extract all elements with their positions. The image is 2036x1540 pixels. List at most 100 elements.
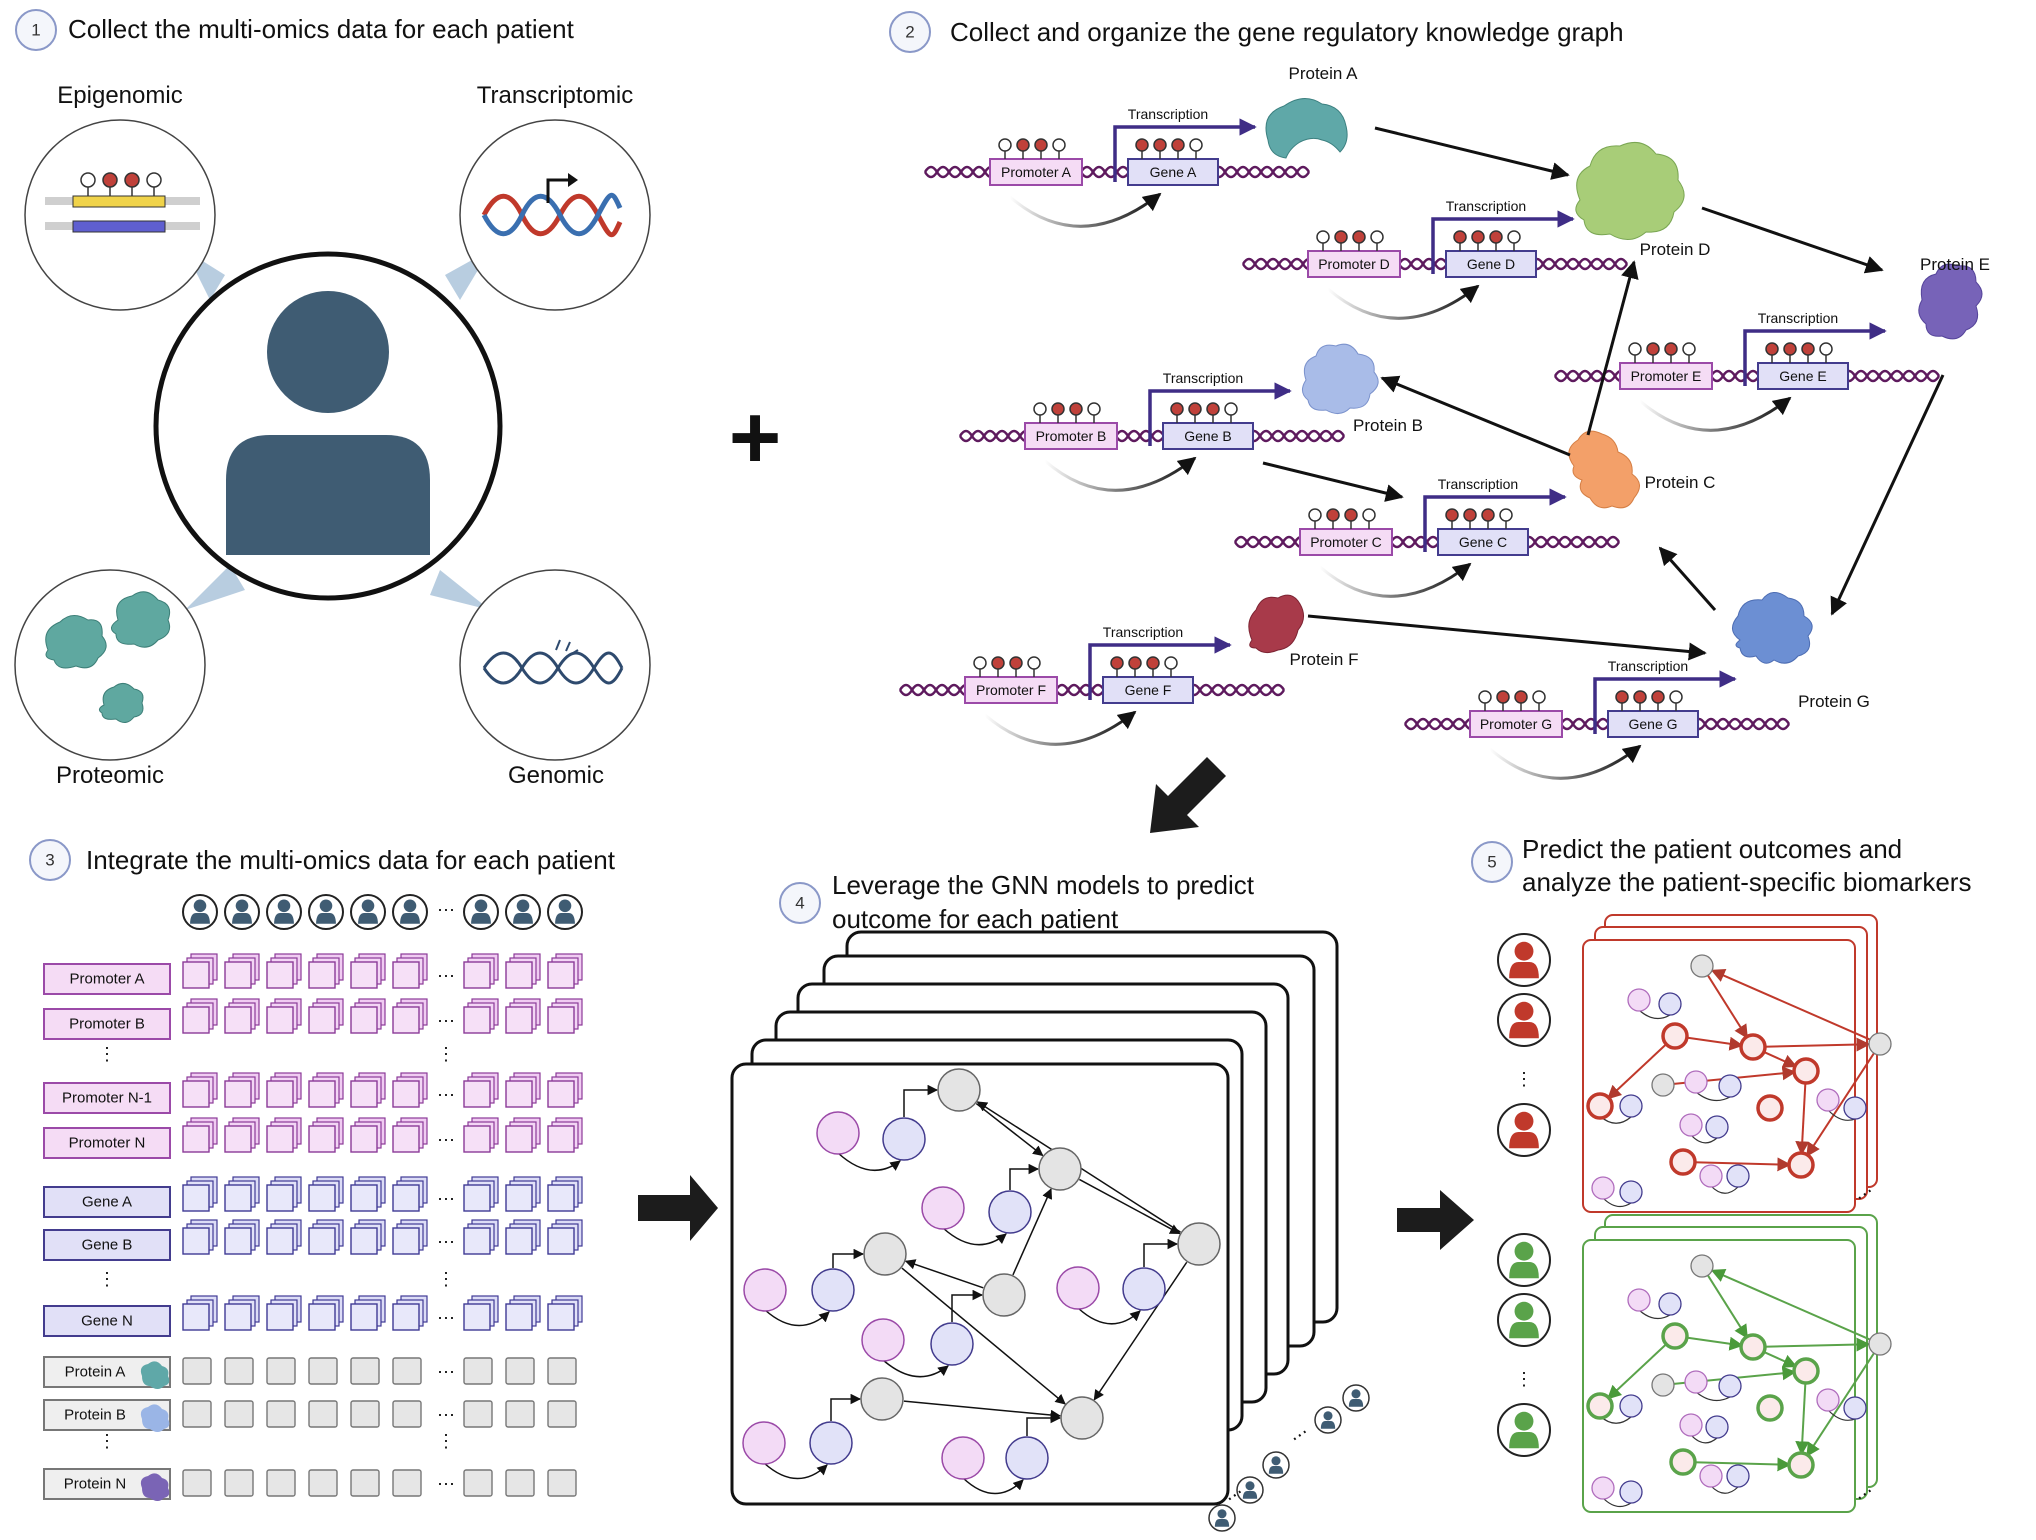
protein-data-cell [182, 1400, 212, 1428]
ellipsis: ⋯ [437, 1189, 455, 1209]
transcription-label: Transcription [1446, 198, 1526, 214]
step-5-title-line-2: analyze the patient-specific biomarkers [1522, 867, 1971, 897]
transcription-label: Transcription [1608, 658, 1688, 674]
gene-row-label: Gene A [43, 1186, 171, 1218]
promoter-data-cell [392, 1072, 428, 1108]
promoter-box-label: Promoter D [1318, 256, 1390, 272]
ellipsis: ⋯ [1286, 1422, 1312, 1449]
graph-node [1619, 1180, 1643, 1204]
biomarker-node [1792, 1057, 1820, 1085]
patient-avatar [1497, 933, 1551, 987]
promoter-data-cell [224, 1072, 260, 1108]
patient-avatar [392, 894, 428, 930]
gene-data-cell [308, 1219, 344, 1255]
gene-data-cell [463, 1176, 499, 1212]
ellipsis: ⋯ [437, 1232, 455, 1252]
protein-data-cell [463, 1357, 493, 1385]
graph-node [1843, 1396, 1867, 1420]
gene-data-cell [182, 1295, 218, 1331]
protein-data-cell [505, 1469, 535, 1497]
graph-node [988, 1190, 1032, 1234]
step-3-number: 3 [45, 851, 54, 870]
protein-data-cell [547, 1357, 577, 1385]
vertical-ellipsis: ⋮ [437, 1269, 455, 1289]
gene-data-cell [266, 1295, 302, 1331]
promoter-data-cell [505, 1072, 541, 1108]
ellipsis: ⋯ [437, 1362, 455, 1382]
graph-edge [830, 1393, 862, 1421]
protein-data-cell [463, 1469, 493, 1497]
promoter-row-text: Promoter A [69, 971, 144, 988]
step-4-number: 4 [795, 894, 804, 913]
graph-edge [1763, 1037, 1871, 1052]
promoter-row-text: Promoter B [69, 1016, 145, 1033]
proteomic-circle [14, 569, 206, 761]
step-3-number-badge [29, 839, 71, 881]
graph-edge [901, 1267, 1066, 1405]
promoter-data-cell [547, 998, 583, 1034]
gene-data-cell [505, 1219, 541, 1255]
graph-node [982, 1273, 1026, 1317]
graph-edge [1693, 1157, 1792, 1172]
graph-edge [1762, 1350, 1798, 1368]
graph-edge [1762, 1050, 1798, 1068]
protein-b-shape [1302, 343, 1379, 414]
protein-icon [45, 591, 171, 723]
promoter-data-cell [224, 1117, 260, 1153]
promoter-row-label: Promoter N-1 [43, 1082, 171, 1114]
transcription-label: Transcription [1103, 624, 1183, 640]
gene-data-cell [224, 1295, 260, 1331]
step-3-title: Integrate the multi-omics data for each … [86, 845, 616, 875]
promoter-box-label: Promoter A [1001, 164, 1072, 180]
step-4-title-line-1: Leverage the GNN models to predict [832, 870, 1255, 900]
gene-data-cell [547, 1176, 583, 1212]
protein-data-cell [266, 1469, 296, 1497]
graph-edge [1638, 1009, 1671, 1020]
graph-edge [1012, 1188, 1053, 1276]
graph-node [1591, 1176, 1615, 1200]
graph-node [1177, 1222, 1221, 1266]
step-1-title: Collect the multi-omics data for each pa… [68, 14, 575, 44]
step-5-number-badge [1471, 841, 1513, 883]
gene-data-cell [224, 1219, 260, 1255]
protein-data-cell [350, 1400, 380, 1428]
graph-edge [1827, 1409, 1856, 1421]
vertical-ellipsis: ⋮ [1515, 1369, 1533, 1389]
gene-data-cell [392, 1176, 428, 1212]
transcriptomic-circle [459, 119, 651, 311]
protein-icon [140, 1473, 170, 1501]
graph-node [863, 1232, 907, 1276]
gene-data-cell [224, 1176, 260, 1212]
graph-node [1705, 1115, 1729, 1139]
promoter-data-cell [182, 1072, 218, 1108]
promoter-data-cell [266, 998, 302, 1034]
genomic-label: Genomic [508, 762, 604, 789]
patient-avatar [1497, 1293, 1551, 1347]
promoter-data-cell [266, 1117, 302, 1153]
graph-node [1699, 1164, 1723, 1188]
ellipsis: ⋯ [437, 966, 455, 986]
promoter-row-label: Promoter B [43, 1008, 171, 1040]
gene-data-cell [392, 1219, 428, 1255]
promoter-data-cell [350, 953, 386, 989]
graph-node [1060, 1396, 1104, 1440]
promoter-data-cell [350, 1117, 386, 1153]
step-1: 1 Collect the multi-omics data for each … [14, 9, 651, 789]
patient-avatar [505, 894, 541, 930]
graph-edge [1806, 1352, 1875, 1457]
graph-node [809, 1421, 853, 1465]
promoter-row-label: Promoter A [43, 963, 171, 995]
patient-avatar [350, 894, 386, 930]
promoter-data-cell [463, 953, 499, 989]
gene-data-cell [463, 1295, 499, 1331]
promoter-data-cell [547, 953, 583, 989]
vertical-ellipsis: ⋮ [98, 1431, 116, 1451]
graph-node [1726, 1164, 1750, 1188]
graph-edge [1026, 1412, 1062, 1436]
patient-avatar [308, 894, 344, 930]
protein-g-shape [1732, 592, 1813, 664]
graph-edge [1707, 974, 1748, 1039]
graph-node [1684, 1370, 1708, 1394]
